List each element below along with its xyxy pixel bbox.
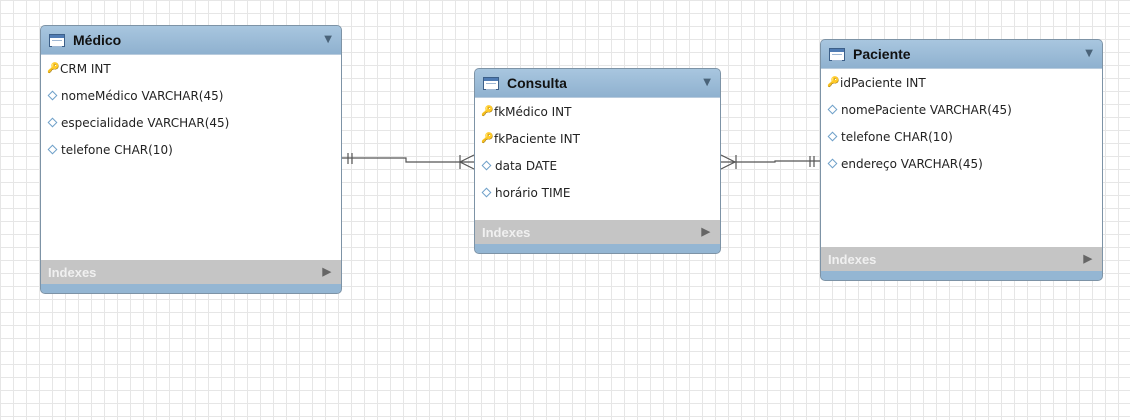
column-row[interactable]: 🔑 idPaciente INT	[821, 69, 1102, 96]
column-label: telefone CHAR(10)	[61, 142, 173, 157]
indexes-label: Indexes	[482, 224, 531, 240]
column-list: 🔑 idPaciente INT nomePaciente VARCHAR(45…	[821, 68, 1102, 247]
crow-foot	[720, 154, 737, 170]
column-list: 🔑 fkMédico INT 🔑 fkPaciente INT data DAT…	[475, 97, 720, 220]
column-row[interactable]: telefone CHAR(10)	[41, 136, 341, 163]
indexes-section[interactable]: Indexes ▶	[41, 260, 341, 284]
column-label: nomePaciente VARCHAR(45)	[841, 102, 1012, 117]
column-label: telefone CHAR(10)	[841, 129, 953, 144]
column-label: horário TIME	[495, 185, 571, 200]
entity-consulta[interactable]: Consulta ▼ 🔑 fkMédico INT 🔑 fkPaciente I…	[474, 68, 721, 254]
chevron-right-icon[interactable]: ▶	[701, 226, 710, 238]
chevron-right-icon[interactable]: ▶	[322, 266, 331, 278]
chevron-down-icon[interactable]: ▼	[324, 34, 332, 45]
entity-title: Paciente	[853, 46, 911, 62]
column-label: fkPaciente INT	[494, 131, 580, 146]
diamond-icon	[47, 90, 58, 101]
column-label: CRM INT	[60, 61, 111, 76]
column-label: nomeMédico VARCHAR(45)	[61, 88, 224, 103]
column-label: especialidade VARCHAR(45)	[61, 115, 230, 130]
indexes-label: Indexes	[828, 251, 877, 267]
primary-key-icon: 🔑	[827, 77, 840, 88]
primary-key-icon: 🔑	[47, 63, 60, 74]
diamond-icon	[827, 131, 838, 142]
entity-title: Médico	[73, 32, 122, 48]
diamond-icon	[47, 117, 58, 128]
entity-paciente[interactable]: Paciente ▼ 🔑 idPaciente INT nomePaciente…	[820, 39, 1103, 281]
connector-line	[342, 157, 474, 163]
column-row[interactable]: 🔑 fkMédico INT	[475, 98, 720, 125]
entity-footer	[475, 244, 720, 253]
entity-header[interactable]: Consulta ▼	[475, 69, 720, 97]
column-list: 🔑 CRM INT nomeMédico VARCHAR(45) especia…	[41, 54, 341, 260]
crow-foot	[458, 154, 475, 170]
column-row[interactable]: 🔑 CRM INT	[41, 55, 341, 82]
column-row[interactable]: endereço VARCHAR(45)	[821, 150, 1102, 177]
chevron-down-icon[interactable]: ▼	[703, 77, 711, 88]
connector-line	[721, 160, 820, 163]
column-label: fkMédico INT	[494, 104, 572, 119]
table-icon	[829, 47, 845, 61]
entity-medico[interactable]: Médico ▼ 🔑 CRM INT nomeMédico VARCHAR(45…	[40, 25, 342, 294]
column-label: idPaciente INT	[840, 75, 926, 90]
column-row[interactable]: horário TIME	[475, 179, 720, 206]
table-icon	[49, 33, 65, 47]
foreign-key-icon: 🔑	[481, 133, 494, 144]
diamond-icon	[47, 144, 58, 155]
chevron-right-icon[interactable]: ▶	[1083, 253, 1092, 265]
diamond-icon	[481, 187, 492, 198]
column-row[interactable]: 🔑 fkPaciente INT	[475, 125, 720, 152]
column-row[interactable]: especialidade VARCHAR(45)	[41, 109, 341, 136]
relationship-paciente-consulta[interactable]	[720, 154, 820, 170]
entity-header[interactable]: Médico ▼	[41, 26, 341, 54]
entity-title: Consulta	[507, 75, 567, 91]
foreign-key-icon: 🔑	[481, 106, 494, 117]
diamond-icon	[481, 160, 492, 171]
column-row[interactable]: data DATE	[475, 152, 720, 179]
indexes-section[interactable]: Indexes ▶	[821, 247, 1102, 271]
indexes-section[interactable]: Indexes ▶	[475, 220, 720, 244]
diamond-icon	[827, 158, 838, 169]
column-row[interactable]: nomePaciente VARCHAR(45)	[821, 96, 1102, 123]
relationship-medico-consulta[interactable]	[342, 153, 475, 170]
chevron-down-icon[interactable]: ▼	[1085, 48, 1093, 59]
entity-header[interactable]: Paciente ▼	[821, 40, 1102, 68]
column-label: data DATE	[495, 158, 558, 173]
table-icon	[483, 76, 499, 90]
column-row[interactable]: nomeMédico VARCHAR(45)	[41, 82, 341, 109]
column-row[interactable]: telefone CHAR(10)	[821, 123, 1102, 150]
entity-footer	[821, 271, 1102, 280]
entity-footer	[41, 284, 341, 293]
diamond-icon	[827, 104, 838, 115]
column-label: endereço VARCHAR(45)	[841, 156, 983, 171]
indexes-label: Indexes	[48, 264, 97, 280]
